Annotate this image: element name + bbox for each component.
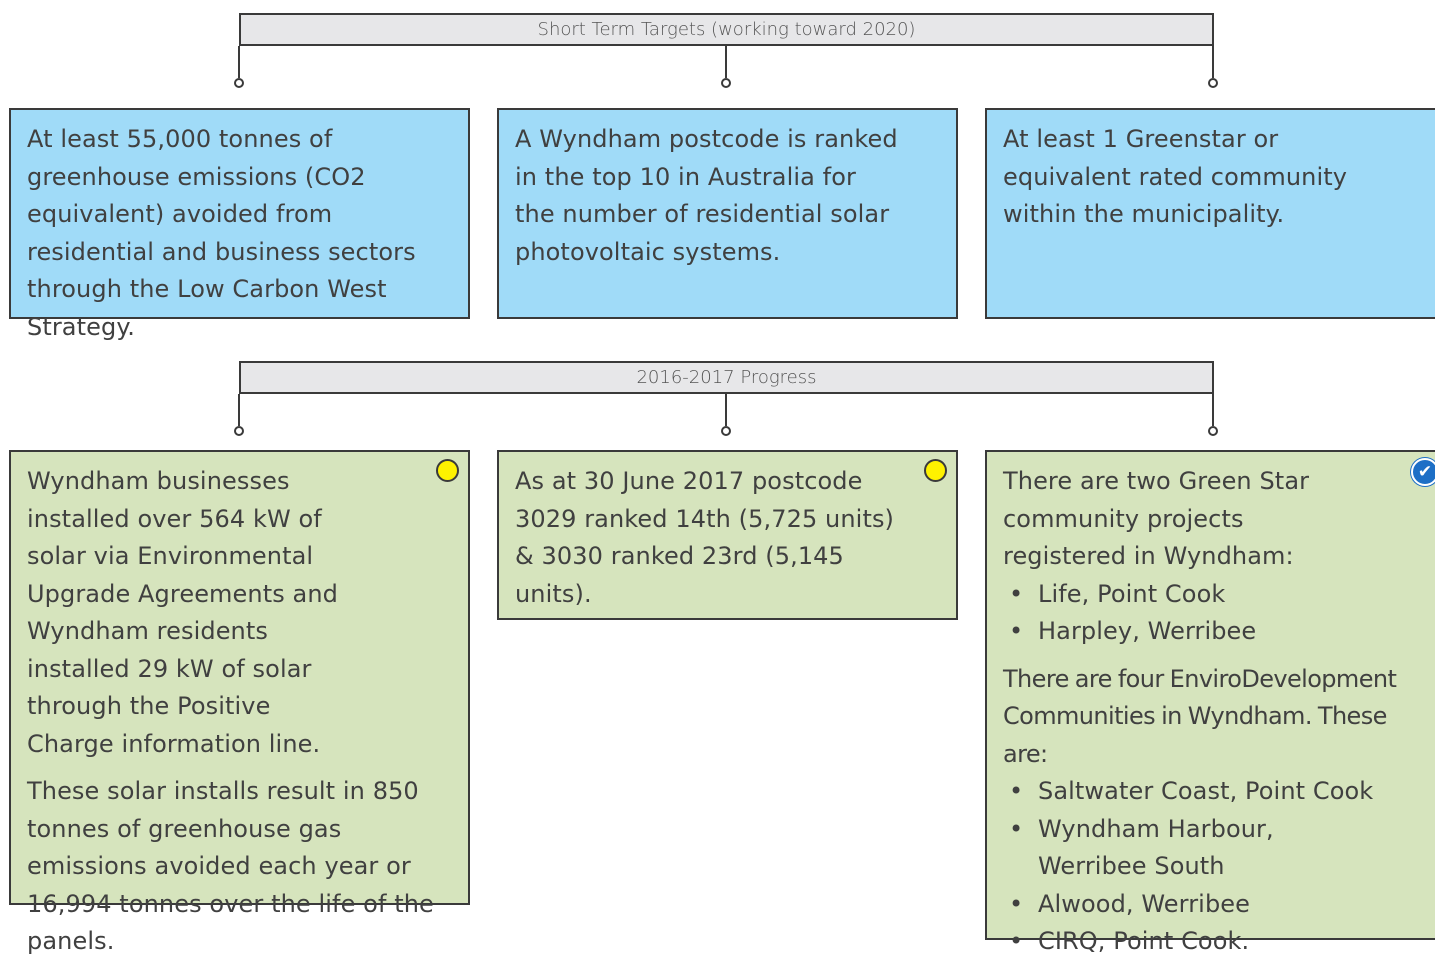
progress-paragraph: As at 30 June 2017 postcode 3029 ranked …: [515, 467, 895, 608]
list-item: Alwood, Werribee: [1003, 886, 1422, 924]
envirodevelopment-list: Saltwater Coast, Point Cook Wyndham Harb…: [1003, 773, 1422, 961]
progress-connector-node-center: [721, 426, 731, 436]
targets-connector-center: [725, 46, 727, 78]
target-text-solar-ranking: A Wyndham postcode is ranked in the top …: [515, 125, 898, 266]
list-item: Harpley, Werribee: [1003, 613, 1422, 651]
in-progress-status-icon: [436, 459, 459, 482]
target-text-emissions: At least 55,000 tonnes of greenhouse emi…: [27, 125, 416, 341]
progress-paragraph: These solar installs result in 850 tonne…: [27, 777, 434, 955]
progress-connector-node-left: [234, 426, 244, 436]
target-box-emissions: At least 55,000 tonnes of greenhouse emi…: [9, 108, 470, 341]
targets-connector-node-right: [1208, 78, 1218, 88]
target-box-solar-ranking: A Wyndham postcode is ranked in the top …: [497, 108, 958, 319]
targets-connector-left: [238, 46, 240, 78]
checkmark-icon: ✔: [1411, 458, 1435, 486]
progress-box-solar-installs: Wyndham businesses installed over 564 kW…: [9, 450, 470, 955]
progress-connector-right: [1212, 394, 1214, 426]
progress-box-postcode-ranking: As at 30 June 2017 postcode 3029 ranked …: [497, 450, 958, 620]
list-item: Wyndham Harbour, Werribee South: [1003, 811, 1422, 886]
in-progress-status-icon: [924, 459, 947, 482]
target-text-greenstar: At least 1 Greenstar or equivalent rated…: [1003, 125, 1348, 228]
envirodevelopment-intro: There are four EnviroDevelopment Communi…: [1003, 664, 1397, 768]
list-item: Saltwater Coast, Point Cook: [1003, 773, 1422, 811]
progress-box-communities: There are two Green Star community proje…: [985, 450, 1435, 960]
targets-connector-node-center: [721, 78, 731, 88]
list-item: Life, Point Cook: [1003, 576, 1422, 614]
green-star-intro: There are two Green Star community proje…: [1003, 467, 1310, 570]
targets-header: Short Term Targets (working toward 2020): [239, 13, 1214, 46]
progress-header: 2016-2017 Progress: [239, 361, 1214, 394]
progress-paragraph: Wyndham businesses installed over 564 kW…: [27, 467, 339, 758]
list-item: CIRQ, Point Cook.: [1003, 923, 1422, 961]
targets-connector-right: [1212, 46, 1214, 78]
progress-connector-node-right: [1208, 426, 1218, 436]
progress-connector-center: [725, 394, 727, 426]
green-star-list: Life, Point Cook Harpley, Werribee: [1003, 576, 1422, 651]
targets-connector-node-left: [234, 78, 244, 88]
progress-connector-left: [238, 394, 240, 426]
target-box-greenstar: At least 1 Greenstar or equivalent rated…: [985, 108, 1435, 319]
